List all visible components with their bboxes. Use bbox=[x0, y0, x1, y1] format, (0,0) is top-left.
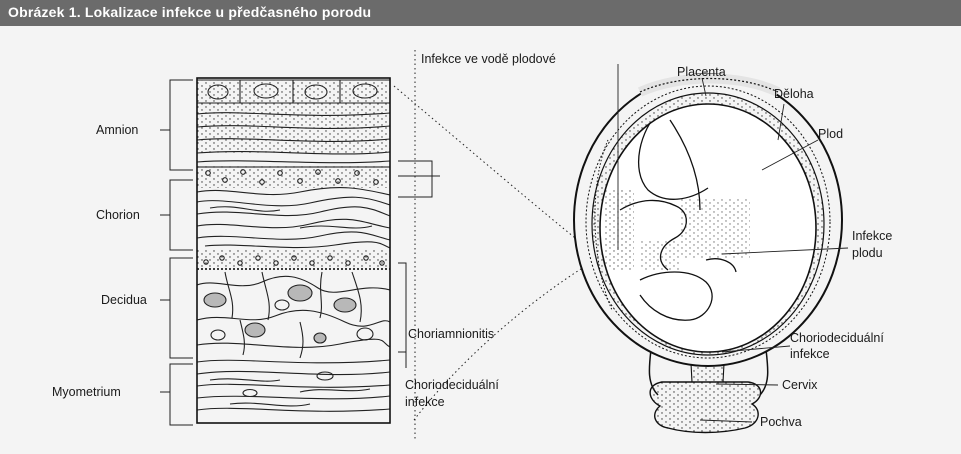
label-choriodecidual-left-2: infekce bbox=[405, 395, 445, 409]
connector-top bbox=[394, 86, 590, 250]
label-fetus: Plod bbox=[818, 127, 843, 141]
myometrium-bracket bbox=[170, 364, 193, 425]
chorion-layer bbox=[197, 166, 390, 269]
label-vagina: Pochva bbox=[760, 415, 802, 429]
decidua-layer bbox=[197, 272, 390, 358]
label-fetal-infection-1: Infekce bbox=[852, 229, 892, 243]
vagina-shape bbox=[650, 382, 760, 433]
label-myometrium: Myometrium bbox=[52, 385, 121, 399]
label-uterus: Děloha bbox=[774, 87, 814, 101]
figure-title: Obrázek 1. Lokalizace infekce u předčasn… bbox=[8, 4, 371, 20]
label-chorion: Chorion bbox=[96, 208, 140, 222]
label-placenta: Placenta bbox=[677, 65, 726, 79]
label-choriodecidual-left-1: Choriodeciduální bbox=[405, 378, 499, 392]
label-fetal-infection-2: plodu bbox=[852, 246, 883, 260]
label-choriamnionitis: Choriamnionitis bbox=[408, 327, 494, 341]
decidua-bracket bbox=[170, 258, 193, 358]
amnion-connective bbox=[197, 103, 390, 163]
label-amniotic-infection: Infekce ve vodě plodové bbox=[421, 52, 556, 66]
myometrium-layer bbox=[197, 360, 390, 411]
label-cervix: Cervix bbox=[782, 378, 818, 392]
diagram: Amnion Chorion Decidua Myometrium Choria… bbox=[0, 26, 961, 454]
title-bar: Obrázek 1. Lokalizace infekce u předčasn… bbox=[0, 0, 961, 26]
amnion-epithelium bbox=[197, 80, 390, 103]
tissue-layer-column bbox=[197, 80, 390, 411]
label-choriodecidual-right-1: Choriodeciduální bbox=[790, 331, 884, 345]
left-brackets bbox=[160, 80, 193, 425]
chorion-bracket bbox=[170, 180, 193, 250]
label-amnion: Amnion bbox=[96, 123, 138, 137]
label-decidua: Decidua bbox=[101, 293, 147, 307]
label-choriodecidual-right-2: infekce bbox=[790, 347, 830, 361]
amnion-bracket bbox=[170, 80, 193, 170]
